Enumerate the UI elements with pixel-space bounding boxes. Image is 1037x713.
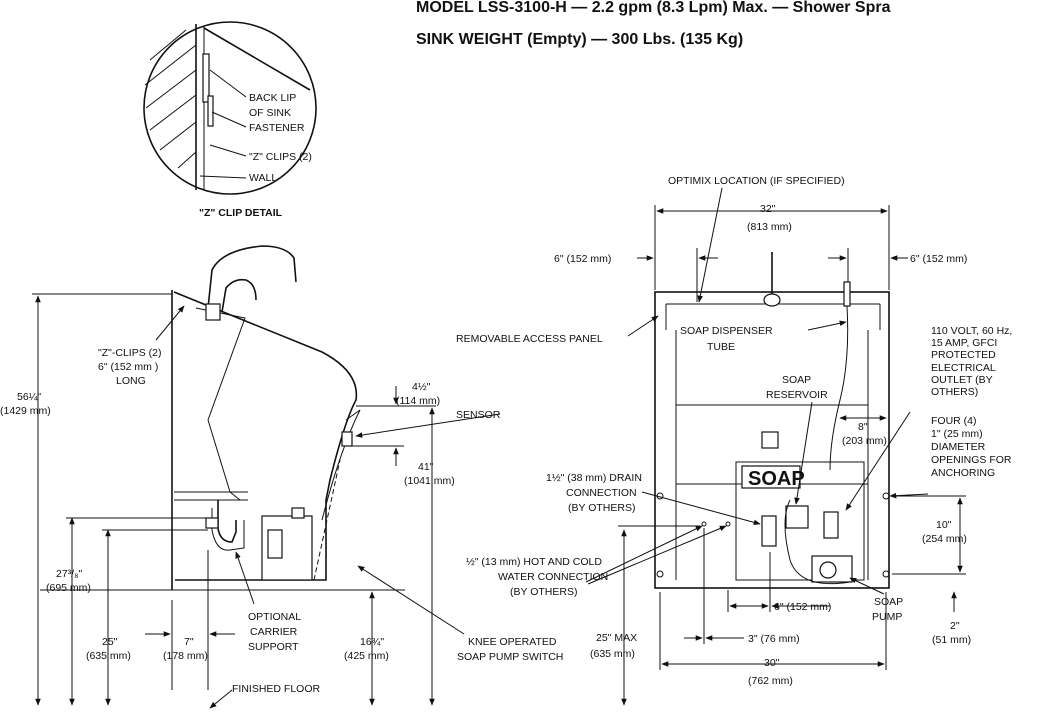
finished-floor: FINISHED FLOOR [232, 683, 321, 695]
label-z-clips: "Z" CLIPS (2) [249, 151, 312, 163]
water-2: WATER CONNECTION [498, 571, 608, 583]
max-25-mm: (635 mm) [590, 648, 635, 660]
header: MODEL LSS-3100-H — 2.2 gpm (8.3 Lpm) Max… [416, 0, 891, 48]
max-25-in: 25" MAX [596, 632, 637, 644]
access-panel-label: REMOVABLE ACCESS PANEL [456, 333, 603, 345]
label-back-lip: BACK LIP [249, 92, 296, 104]
dim-8-mm: (203 mm) [842, 435, 887, 447]
detail-circle [143, 21, 317, 195]
dim-25-mm: (635 mm) [86, 650, 131, 662]
dim-56-mm: (1429 mm) [0, 405, 51, 417]
dim-7-mm: (178 mm) [163, 650, 208, 662]
sink-body [173, 291, 358, 581]
dim-10-in: 10" [936, 519, 952, 531]
dim-6-lower: 6" (152 mm) [774, 601, 831, 613]
outlet-1: 110 VOLT, 60 Hz, [931, 325, 1012, 337]
soap-pump-2: PUMP [872, 611, 902, 623]
sensor-label: SENSOR [456, 409, 501, 421]
drain-fitting [761, 515, 777, 547]
z-clip [202, 53, 210, 103]
knee-switch-rod [313, 459, 341, 581]
dim-30-mm: (762 mm) [748, 675, 793, 687]
label-fastener: FASTENER [249, 122, 305, 134]
z-clips-3: LONG [116, 375, 146, 387]
dim-2-in: 2" [950, 620, 960, 632]
dim-right-6: 6" (152 mm) [910, 253, 967, 265]
drain-1: 1½" (38 mm) DRAIN [546, 472, 642, 484]
model-line: MODEL LSS-3100-H — 2.2 gpm (8.3 Lpm) Max… [416, 0, 891, 16]
weight-line: SINK WEIGHT (Empty) — 300 Lbs. (135 Kg) [416, 31, 743, 48]
dim-2-mm: (51 mm) [932, 634, 971, 646]
optimix-label: OPTIMIX LOCATION (IF SPECIFIED) [668, 175, 845, 187]
outlet-2: 15 AMP, GFCI [931, 337, 997, 349]
dispenser-tube-2: TUBE [707, 341, 735, 353]
outlet-6: OTHERS) [931, 386, 978, 398]
water-1: ½" (13 mm) HOT AND COLD [466, 556, 602, 568]
dim-4half-in: 4½" [412, 381, 431, 393]
outlet-3: PROTECTED [931, 349, 996, 361]
sink-back-lip [203, 27, 311, 91]
optional-carrier-1: OPTIONAL [248, 611, 301, 623]
dim-32-in: 32" [760, 203, 776, 215]
anchoring-4: OPENINGS FOR [931, 454, 1012, 466]
dim-41-in: 41" [418, 461, 434, 473]
drain-3: (BY OTHERS) [568, 502, 635, 514]
dim-41-mm: (1041 mm) [404, 475, 455, 487]
dim-27-in: 27³/₈" [56, 568, 82, 580]
fastener [207, 95, 214, 127]
dim-56-in: 56¼" [17, 391, 41, 403]
dim-left-6: 6" (152 mm) [554, 253, 611, 265]
anchoring-5: ANCHORING [931, 467, 995, 479]
soap-pump-1: SOAP [874, 596, 903, 608]
dim-32-mm: (813 mm) [747, 221, 792, 233]
dim-10-mm: (254 mm) [922, 533, 967, 545]
outlet-5: OUTLET (BY [931, 374, 993, 386]
z-clip-detail: BACK LIP OF SINK FASTENER "Z" CLIPS (2) … [143, 21, 317, 219]
soap-pump-body [261, 515, 313, 581]
dim-16-mm: (425 mm) [344, 650, 389, 662]
detail-caption: "Z" CLIP DETAIL [199, 207, 283, 219]
drain-2: CONNECTION [566, 487, 637, 499]
faucet-second [221, 278, 257, 313]
dim-27-mm: (695 mm) [46, 582, 91, 594]
knee-switch-1: KNEE OPERATED [468, 636, 557, 648]
water-3: (BY OTHERS) [510, 586, 577, 598]
outlet [823, 511, 839, 539]
sensor-box [341, 431, 353, 447]
reservoir-2: RESERVOIR [766, 389, 828, 401]
front-view: SOAP 32" (813 mm) OPTIMIX LOCATION (IF S… [456, 175, 1012, 706]
drain-trap [217, 500, 237, 543]
dim-3: 3" (76 mm) [748, 633, 800, 645]
label-wall: WALL [249, 172, 277, 184]
optional-carrier-2: CARRIER [250, 626, 298, 638]
soap-reservoir [785, 505, 809, 529]
anchoring-1: FOUR (4) [931, 415, 977, 427]
faucet-base [763, 293, 781, 307]
z-clips-2: 6" (152 mm ) [98, 361, 158, 373]
knee-switch-2: SOAP PUMP SWITCH [457, 651, 563, 663]
outlet-4: ELECTRICAL [931, 362, 996, 374]
z-clips-1: "Z"-CLIPS (2) [98, 347, 161, 359]
soap-label: SOAP [748, 468, 805, 490]
optional-carrier-3: SUPPORT [248, 641, 299, 653]
dim-30-in: 30" [764, 657, 780, 669]
access-panel [735, 461, 865, 581]
faucet [207, 245, 297, 309]
dim-4half-mm: (114 mm) [396, 395, 440, 407]
dim-7-in: 7" [184, 636, 194, 648]
label-of-sink: OF SINK [249, 107, 291, 119]
dim-16-in: 16¾" [360, 636, 384, 648]
anchoring-3: DIAMETER [931, 441, 986, 453]
dim-8-in: 8" [858, 421, 868, 433]
reservoir-1: SOAP [782, 374, 811, 386]
anchoring-2: 1" (25 mm) [931, 428, 983, 440]
side-view: 56¼" (1429 mm) 27³/₈" (695 mm) 25" (635 … [0, 245, 563, 709]
dim-25-in: 25" [102, 636, 118, 648]
dispenser-tube-1: SOAP DISPENSER [680, 325, 773, 337]
front-sensor [761, 431, 779, 449]
